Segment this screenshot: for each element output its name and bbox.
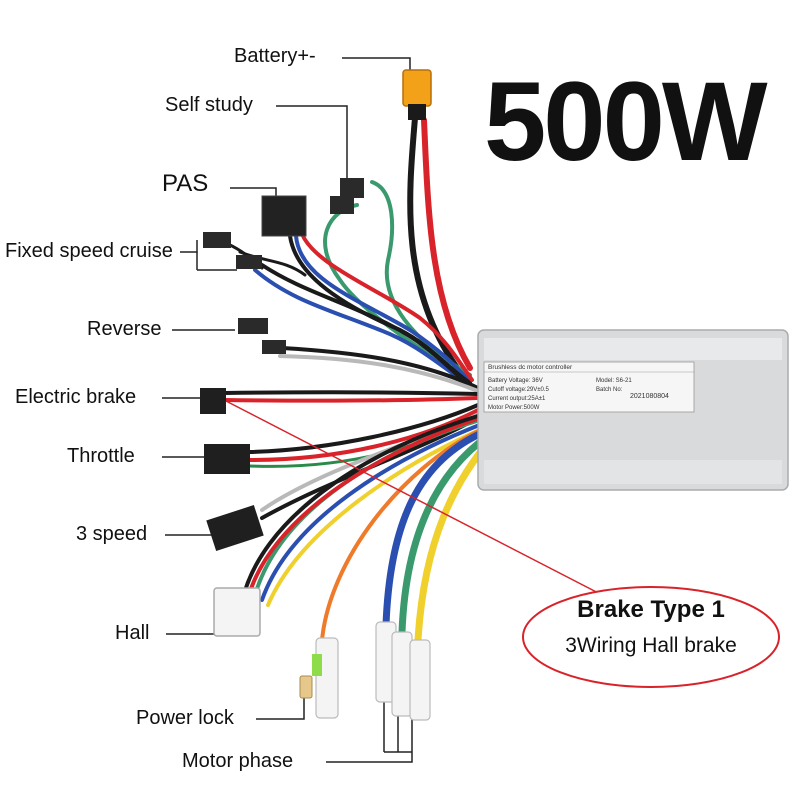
power-lock-wire	[320, 428, 482, 642]
ebrake-black-wire	[223, 390, 480, 396]
connectors	[200, 69, 432, 721]
label-motor-phase: Motor phase	[182, 750, 294, 772]
battery-connector	[402, 69, 432, 107]
motor-phase-connector-3	[409, 639, 431, 721]
label-self-study: Self study	[165, 94, 253, 116]
motor-phase-green	[398, 432, 492, 636]
label-reverse: Reverse	[87, 318, 162, 340]
throttle-wire	[248, 403, 480, 454]
plate-current-output: Current output:25A±1	[488, 396, 546, 402]
label-throttle: Throttle	[67, 445, 135, 467]
reverse-connector	[238, 318, 268, 334]
plate-battery-voltage: Battery Voltage: 36V	[488, 378, 543, 384]
ebrake-connector	[200, 388, 226, 414]
label-hall: Hall	[115, 622, 150, 644]
battery-red-wire	[421, 117, 473, 371]
reverse-wire	[280, 346, 480, 390]
cruise-connector	[203, 232, 231, 248]
throttle-connector	[204, 444, 250, 474]
label-battery: Battery+-	[234, 45, 316, 67]
label-electric-brake: Electric brake	[15, 386, 137, 408]
label-pas: PAS	[162, 170, 209, 197]
plate-model: Model: S6-21	[596, 378, 632, 384]
plate-batch: Batch No:	[596, 387, 623, 393]
label-fixed-speed-cruise: Fixed speed cruise	[5, 240, 173, 262]
pas-blue-wire	[294, 234, 472, 384]
plate-header: Brushless dc motor controller	[488, 364, 573, 371]
label-power-lock: Power lock	[136, 707, 234, 729]
cruise-blue-wire	[253, 268, 472, 387]
battery-black-wire	[407, 115, 463, 375]
callout-subtitle: 3Wiring Hall brake	[565, 634, 737, 657]
pas-connector	[261, 195, 307, 237]
plate-cutoff-voltage: Cutoff voltage:29V±0.5	[488, 387, 550, 393]
plate-motor-power: Motor Power:500W	[488, 405, 540, 411]
power-title: 500W	[484, 59, 768, 184]
three-speed-connector	[206, 505, 264, 551]
power-lock-connector	[315, 637, 339, 719]
motor-phase-connector-2	[391, 631, 413, 717]
label-plate	[483, 361, 695, 413]
callout-title: Brake Type 1	[577, 596, 725, 623]
label-3-speed: 3 speed	[76, 523, 148, 545]
motor-phase-blue	[382, 428, 488, 629]
plate-batch-number: 2021080804	[630, 393, 669, 400]
hall-connector	[213, 587, 261, 637]
controller-box: Brushless dc motor controller Battery Vo…	[477, 329, 789, 491]
self-study-connector	[340, 178, 364, 198]
brake-callout	[225, 400, 780, 688]
